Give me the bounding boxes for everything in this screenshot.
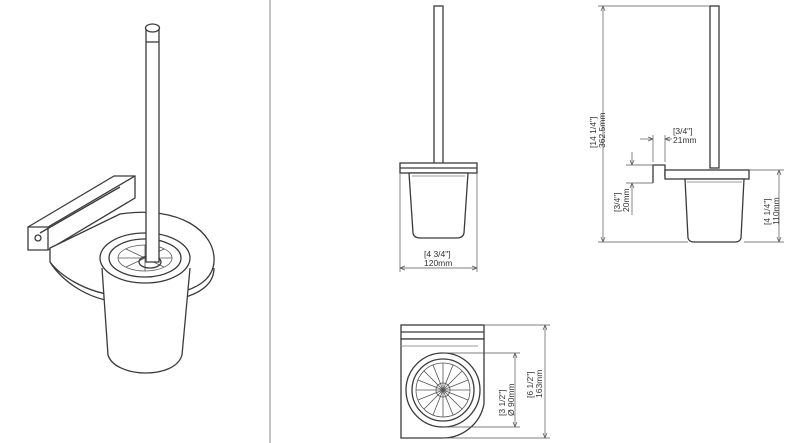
side-handle: [709, 5, 720, 169]
top-brush-head: [416, 363, 470, 417]
isometric-view: [27, 23, 215, 374]
top-view: [3 1/2"] Ø 90mm [6 1/2"] 163mm: [400, 324, 550, 439]
side-view: [14 1/4"] 362.5mm [3/4"] 21mm [3/4"] 20m…: [588, 5, 784, 243]
side-cup: [684, 178, 745, 243]
iso-glass-cup: [101, 267, 191, 374]
overall-height-imperial-label: [14 1/4"]: [588, 117, 598, 148]
holder-height-metric-label: 110mm: [771, 197, 781, 225]
front-handle: [433, 5, 444, 167]
hook-width-metric-label: 21mm: [673, 135, 697, 145]
holder-height-imperial-label: [4 1/4"]: [762, 198, 772, 225]
width-metric-label: 120mm: [424, 258, 452, 268]
depth-imperial-label: [6 1/2"]: [525, 371, 535, 398]
front-view: [4 3/4"] 120mm: [399, 5, 478, 272]
hook-height-imperial-label: [3/4"]: [612, 192, 622, 212]
front-cup: [408, 172, 469, 239]
depth-metric-label: 163mm: [534, 370, 544, 398]
cup-diameter-metric-label: Ø 90mm: [506, 383, 516, 416]
side-top-plate: [664, 169, 750, 180]
iso-brush-head: [117, 244, 173, 272]
overall-height-metric-label: 362.5mm: [597, 113, 607, 148]
hook-height-metric-label: 20mm: [621, 188, 631, 212]
hook-width-imperial-label: [3/4"]: [673, 126, 693, 136]
cup-diameter-imperial-label: [3 1/2"]: [497, 389, 507, 416]
iso-brush-handle: [145, 29, 160, 263]
width-imperial-label: [4 3/4"]: [424, 249, 451, 259]
